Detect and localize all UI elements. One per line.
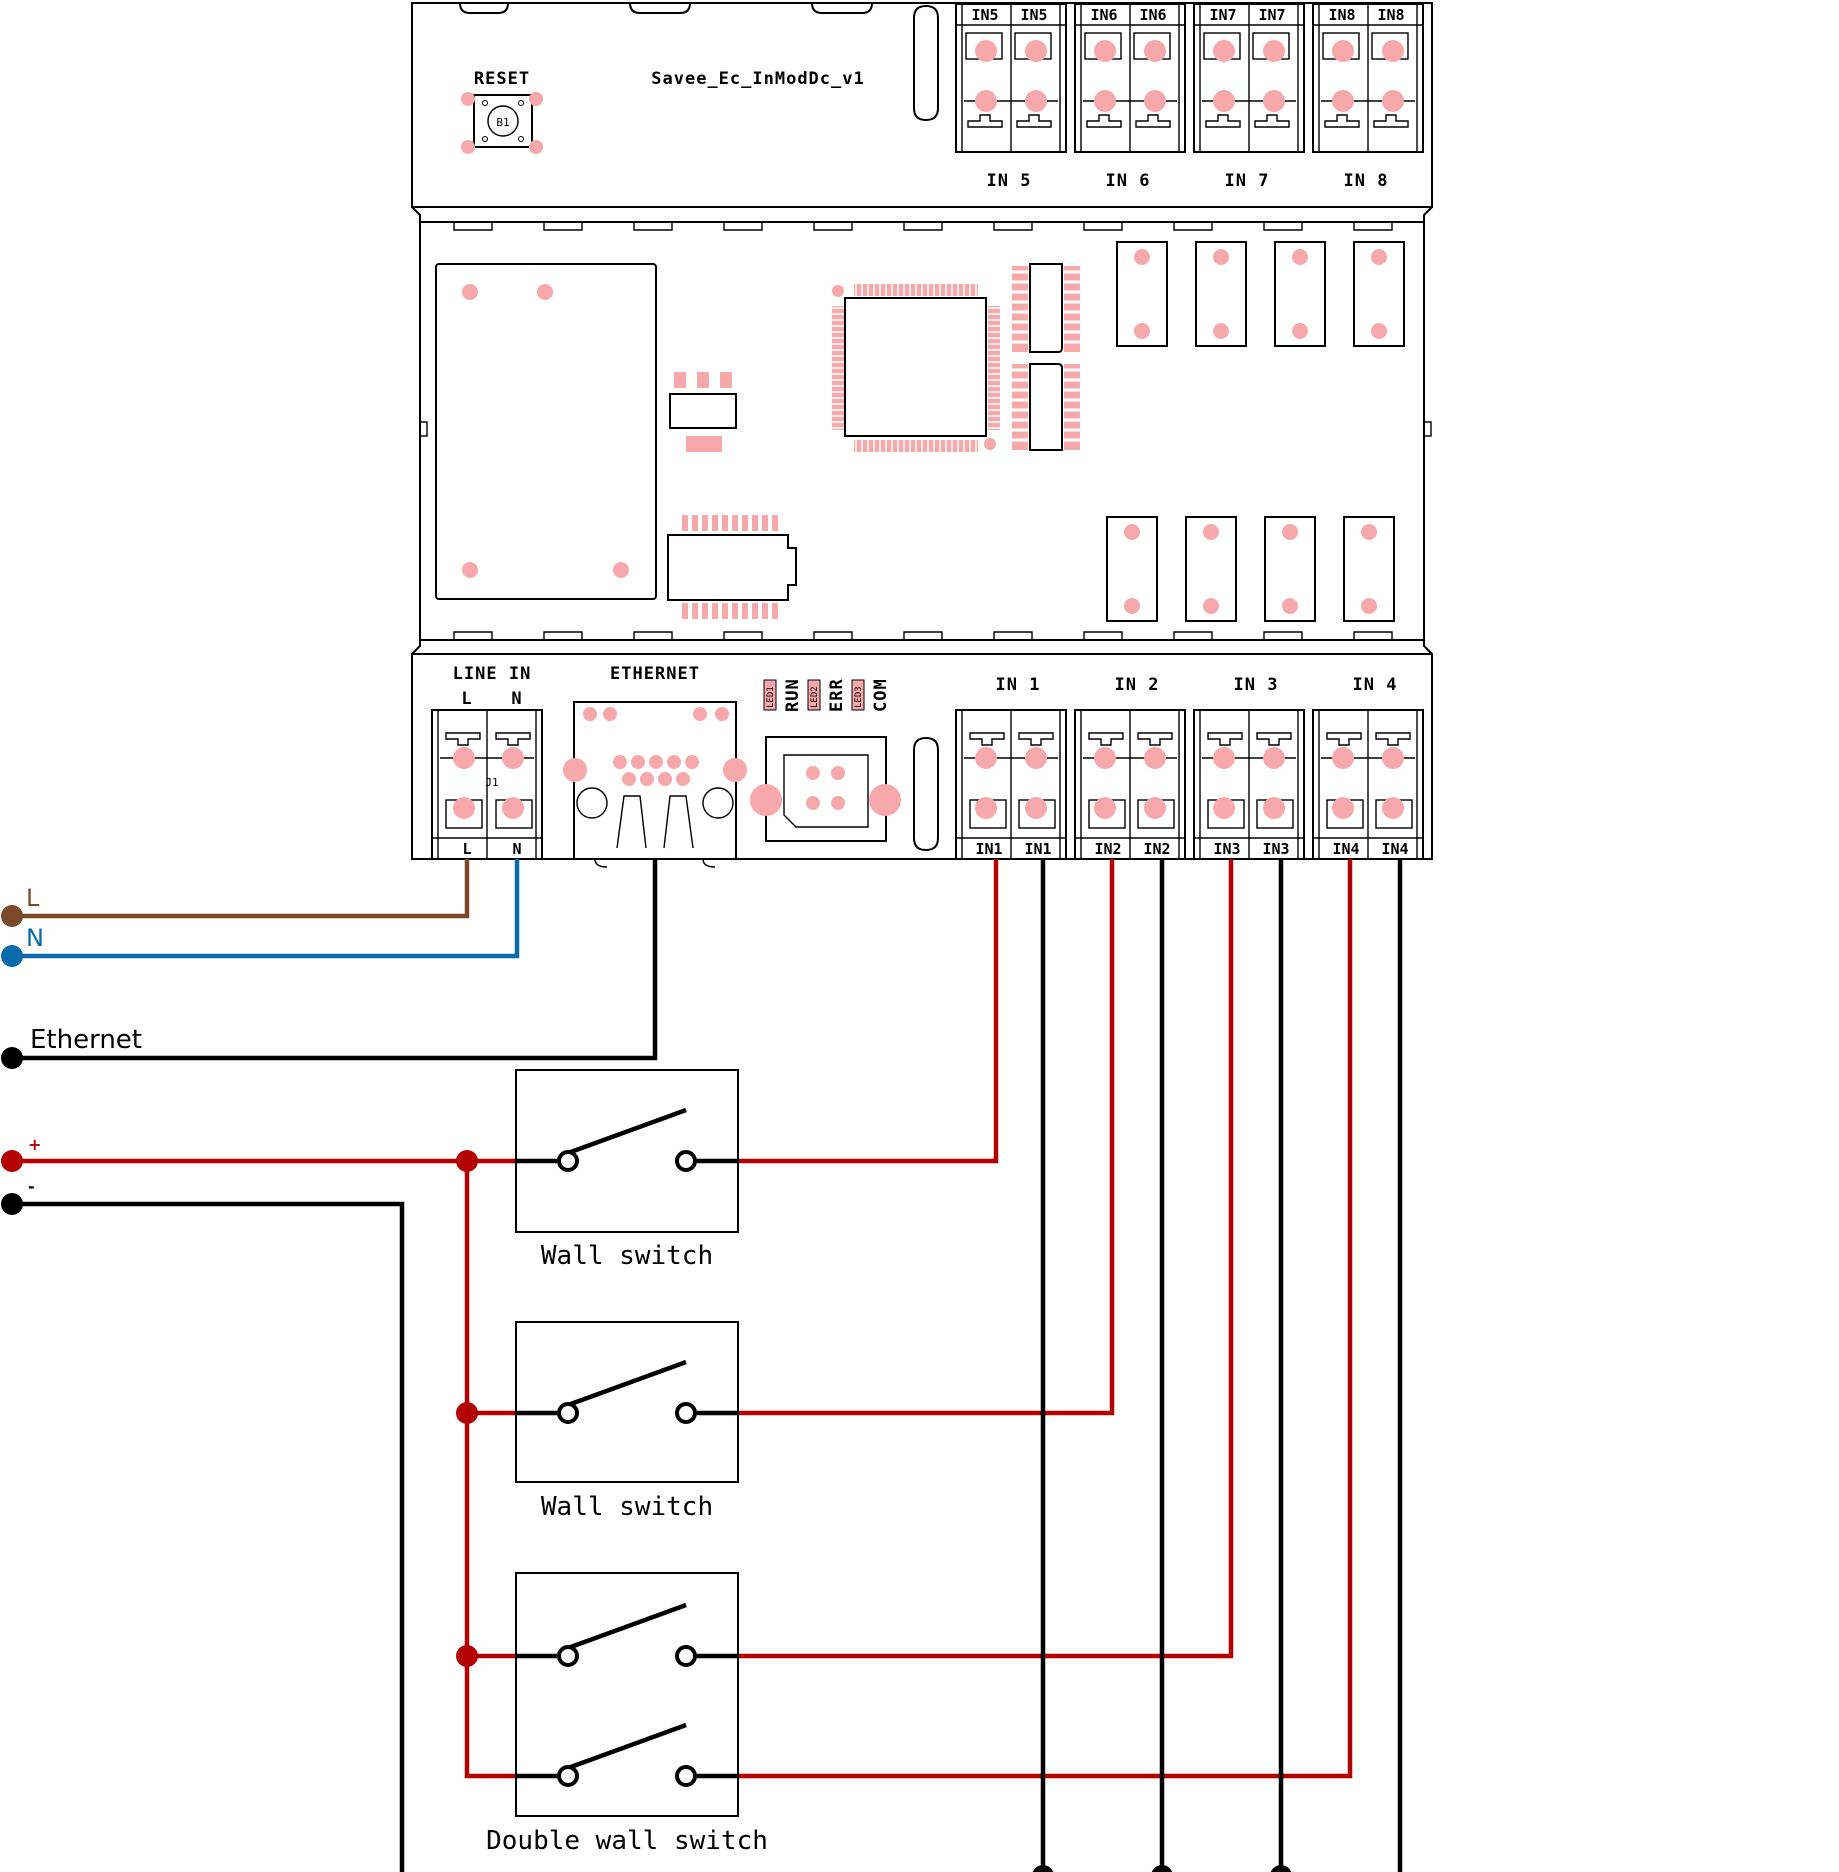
led3-ref: LED3 <box>854 686 864 708</box>
wire-in1 <box>738 859 999 1164</box>
ethernet-port-title: ETHERNET <box>610 664 700 684</box>
terminal-label: IN8 <box>1328 6 1355 24</box>
terminal-l-label: L <box>462 840 471 858</box>
wire-in2 <box>738 859 1115 1416</box>
switch-label: Wall switch <box>541 1241 713 1271</box>
connector-ref: J1 <box>485 776 498 789</box>
led2-ref: LED2 <box>810 686 820 708</box>
wire-ethernet <box>12 859 658 1061</box>
terminal-label: IN1 <box>975 840 1002 858</box>
switch-label: Double wall switch <box>486 1826 768 1856</box>
led-com-label: COM <box>871 678 891 712</box>
optocoupler-chips <box>1012 263 1080 451</box>
line-in-n-label: N <box>511 689 522 709</box>
led-run-label: RUN <box>783 678 803 712</box>
led1-ref: LED1 <box>766 686 776 708</box>
board-name: Savee_Ec_InModDc_v1 <box>651 69 864 89</box>
terminal-block-in6[interactable]: IN6 IN6 <box>1074 3 1186 153</box>
line-in-title: LINE IN <box>453 664 532 684</box>
wire-positive-bus <box>12 1158 516 1779</box>
wire-l <box>12 859 470 919</box>
terminal-label: IN2 <box>1094 840 1121 858</box>
regulator-chip <box>669 372 737 452</box>
module-middle-section <box>411 206 1433 655</box>
terminal-block-in8[interactable]: IN8 IN8 <box>1312 3 1424 153</box>
wire-negative-bus <box>12 1201 405 1872</box>
input-title-in1: IN 1 <box>996 675 1041 695</box>
negative-label: - <box>28 1177 35 1196</box>
terminal-n-label: N <box>512 840 521 858</box>
terminal-label: IN6 <box>1090 6 1117 24</box>
module-top-section: RESET Savee_Ec_InModDc_v1 B1 <box>411 2 1433 208</box>
terminal-block-in1[interactable]: IN1 IN1 <box>955 709 1067 860</box>
terminal-block-in5[interactable]: IN5 IN5 <box>955 3 1067 153</box>
junction-dot <box>456 1645 478 1667</box>
terminal-label: IN3 <box>1262 840 1289 858</box>
status-leds: LED1 RUN LED2 ERR LED3 COM <box>763 678 891 712</box>
terminal-label: IN3 <box>1213 840 1240 858</box>
terminal-label: IN5 <box>1020 6 1047 24</box>
terminal-block-in4[interactable]: IN4 IN4 <box>1312 709 1424 860</box>
terminal-label: IN4 <box>1381 840 1408 858</box>
top-terminal-blocks: IN5 IN5 IN6 IN6 <box>955 3 1424 153</box>
terminal-block-in2[interactable]: IN2 IN2 <box>1074 709 1186 860</box>
double-wall-switch[interactable]: Double wall switch <box>486 1572 768 1856</box>
din-module: RESET Savee_Ec_InModDc_v1 B1 <box>411 2 1433 868</box>
junction-dot <box>456 1150 478 1172</box>
junction-dot <box>1270 1865 1292 1872</box>
wall-switch-1[interactable]: Wall switch <box>515 1069 739 1271</box>
wiring: L N Ethernet + - <box>1 859 1403 1872</box>
terminal-label: IN2 <box>1143 840 1170 858</box>
input-title-in8: IN 8 <box>1344 171 1389 191</box>
input-title-in6: IN 6 <box>1106 171 1151 191</box>
terminal-block-in3[interactable]: IN3 IN3 <box>1193 709 1305 860</box>
n-wire-label: N <box>26 924 44 952</box>
switch-label: Wall switch <box>541 1492 713 1522</box>
input-title-in5: IN 5 <box>987 171 1032 191</box>
bottom-terminal-blocks: IN1 IN1 IN2 IN2 <box>955 709 1424 860</box>
ethernet-port[interactable] <box>563 701 747 868</box>
terminal-label: IN4 <box>1332 840 1359 858</box>
usb-port[interactable] <box>750 736 901 842</box>
wire-in4 <box>738 859 1353 1779</box>
negative-terminal-dot <box>1 1193 23 1215</box>
line-in-l-label: L <box>461 689 472 709</box>
wire-in3 <box>738 859 1234 1659</box>
wall-switch-2[interactable]: Wall switch <box>515 1321 739 1522</box>
junction-dot <box>1151 1865 1173 1872</box>
positive-label: + <box>28 1135 41 1154</box>
reset-label: RESET <box>474 69 530 89</box>
l-wire-label: L <box>26 884 40 912</box>
wire-n <box>12 859 520 959</box>
n-terminal-dot <box>1 945 23 967</box>
line-in-terminal-block[interactable]: J1 L N <box>431 709 543 860</box>
led-err-label: ERR <box>827 678 847 712</box>
terminal-block-in7[interactable]: IN7 IN7 <box>1193 3 1305 153</box>
capacitor-row-top <box>1116 241 1405 347</box>
junction-dot <box>1032 1865 1054 1872</box>
input-title-in7: IN 7 <box>1225 171 1270 191</box>
junction-dot <box>456 1402 478 1424</box>
terminal-label: IN1 <box>1024 840 1051 858</box>
input-title-in2: IN 2 <box>1115 675 1160 695</box>
ethernet-terminal-dot <box>1 1047 23 1069</box>
capacitor-row-bottom <box>1106 516 1395 622</box>
input-title-in4: IN 4 <box>1353 675 1398 695</box>
reset-button[interactable]: B1 <box>461 92 543 154</box>
terminal-label: IN8 <box>1377 6 1404 24</box>
terminal-label: IN6 <box>1139 6 1166 24</box>
input-title-in3: IN 3 <box>1234 675 1279 695</box>
power-supply-module <box>435 263 657 600</box>
l-terminal-dot <box>1 905 23 927</box>
ethernet-wire-label: Ethernet <box>30 1025 142 1055</box>
terminal-label: IN7 <box>1209 6 1236 24</box>
terminal-label: IN5 <box>971 6 998 24</box>
soic-chip <box>667 515 797 619</box>
button-ref: B1 <box>496 116 509 129</box>
module-bottom-section: LINE IN L N J1 L N ETHERNET <box>411 653 1433 868</box>
terminal-label: IN7 <box>1258 6 1285 24</box>
positive-terminal-dot <box>1 1150 23 1172</box>
microcontroller-chip <box>832 284 1000 452</box>
